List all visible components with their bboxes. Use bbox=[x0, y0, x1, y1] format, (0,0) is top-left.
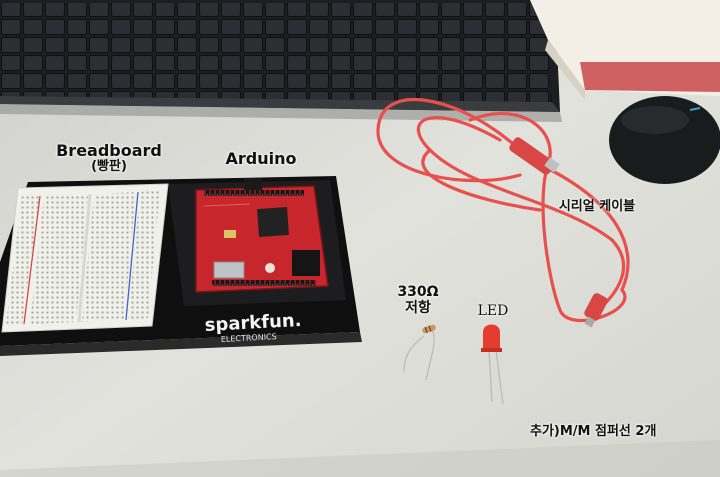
arduino-board bbox=[195, 178, 329, 293]
brand-sub-text: ELECTRONICS bbox=[221, 332, 277, 344]
extra-parts-label: 추가)M/M 점퍼선 2개 bbox=[530, 424, 657, 439]
brand-logo-text: sparkfun. bbox=[204, 310, 302, 336]
breadboard-label: Breadboard (빵판) bbox=[44, 141, 174, 175]
resistor bbox=[403, 324, 436, 381]
resistor-name-label: 저항 bbox=[405, 300, 431, 317]
resistor-label: 330Ω 저항 bbox=[392, 284, 444, 316]
breadboard-label-en: Breadboard bbox=[56, 141, 162, 160]
computer-mouse bbox=[609, 96, 720, 184]
serial-cable-label: 시리얼 케이블 bbox=[558, 199, 636, 214]
serial-cable bbox=[376, 98, 630, 322]
resistor-value-label: 330Ω bbox=[397, 284, 439, 300]
breadboard-label-ko: (빵판) bbox=[91, 159, 127, 175]
arduino-label: Arduino bbox=[225, 149, 297, 168]
led bbox=[481, 324, 504, 405]
usb-connector bbox=[509, 137, 560, 175]
led-label: LED bbox=[477, 303, 509, 319]
cardboard-box bbox=[530, 0, 720, 100]
breadboard bbox=[1, 183, 169, 333]
keyboard bbox=[0, 0, 562, 122]
mini-usb-connector bbox=[584, 293, 608, 328]
